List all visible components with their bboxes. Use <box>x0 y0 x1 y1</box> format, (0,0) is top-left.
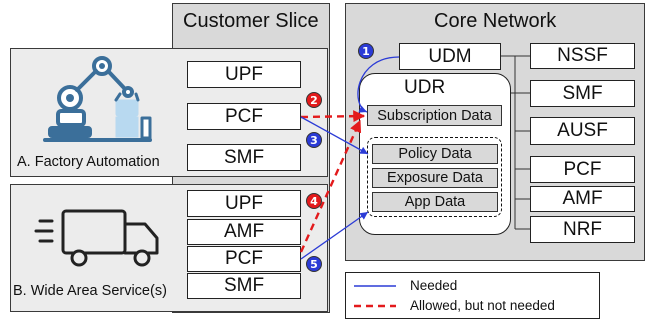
factory-upf-box: UPF <box>187 61 301 88</box>
legend-needed-label: Needed <box>410 278 458 293</box>
policy-data-group <box>367 137 502 217</box>
core-pcf-box: PCF <box>530 156 635 183</box>
step-3-badge: 3 <box>306 132 322 148</box>
wide-area-service-caption: B. Wide Area Service(s) <box>13 283 167 299</box>
app-data: App Data <box>372 192 498 212</box>
factory-pcf-box: PCF <box>187 103 301 130</box>
truck-icon <box>34 209 159 267</box>
flow-5-truck-pcf-to-app <box>300 211 369 260</box>
flow-3-factory-pcf-to-policy <box>300 116 369 155</box>
subscription-data: Subscription Data <box>367 105 502 126</box>
legend-allowed-label: Allowed, but not needed <box>410 298 555 313</box>
legend: Needed Allowed, but not needed <box>345 272 600 319</box>
truck-upf-box: UPF <box>187 190 301 217</box>
core-nrf-box: NRF <box>530 216 635 243</box>
truck-smf-box: SMF <box>187 273 301 299</box>
legend-swatches <box>354 285 396 308</box>
step-4-badge: 4 <box>306 193 322 209</box>
udr-title: UDR <box>404 77 446 98</box>
core-smf-box: SMF <box>530 80 635 107</box>
core-amf-box: AMF <box>530 186 635 212</box>
step-1-badge: 1 <box>358 43 374 59</box>
flow-2-factory-pcf-to-subscription <box>300 110 366 123</box>
factory-smf-box: SMF <box>187 144 301 171</box>
udm-box: UDM <box>399 43 501 70</box>
core-tree-lines <box>501 55 530 230</box>
step-5-badge: 5 <box>306 256 322 272</box>
customer-slice-title: Customer Slice <box>183 10 319 32</box>
flow-1-udm-to-subscription <box>357 56 400 113</box>
factory-automation-caption: A. Factory Automation <box>17 154 160 170</box>
core-nssf-box: NSSF <box>530 43 635 69</box>
step-2-badge: 2 <box>306 92 322 108</box>
truck-amf-box: AMF <box>187 219 301 245</box>
core-ausf-box: AUSF <box>530 117 635 145</box>
policy-data: Policy Data <box>372 144 498 164</box>
robot-arm-icon <box>43 56 152 142</box>
truck-pcf-box: PCF <box>187 246 301 272</box>
core-network-title: Core Network <box>434 10 557 32</box>
exposure-data: Exposure Data <box>372 168 498 188</box>
